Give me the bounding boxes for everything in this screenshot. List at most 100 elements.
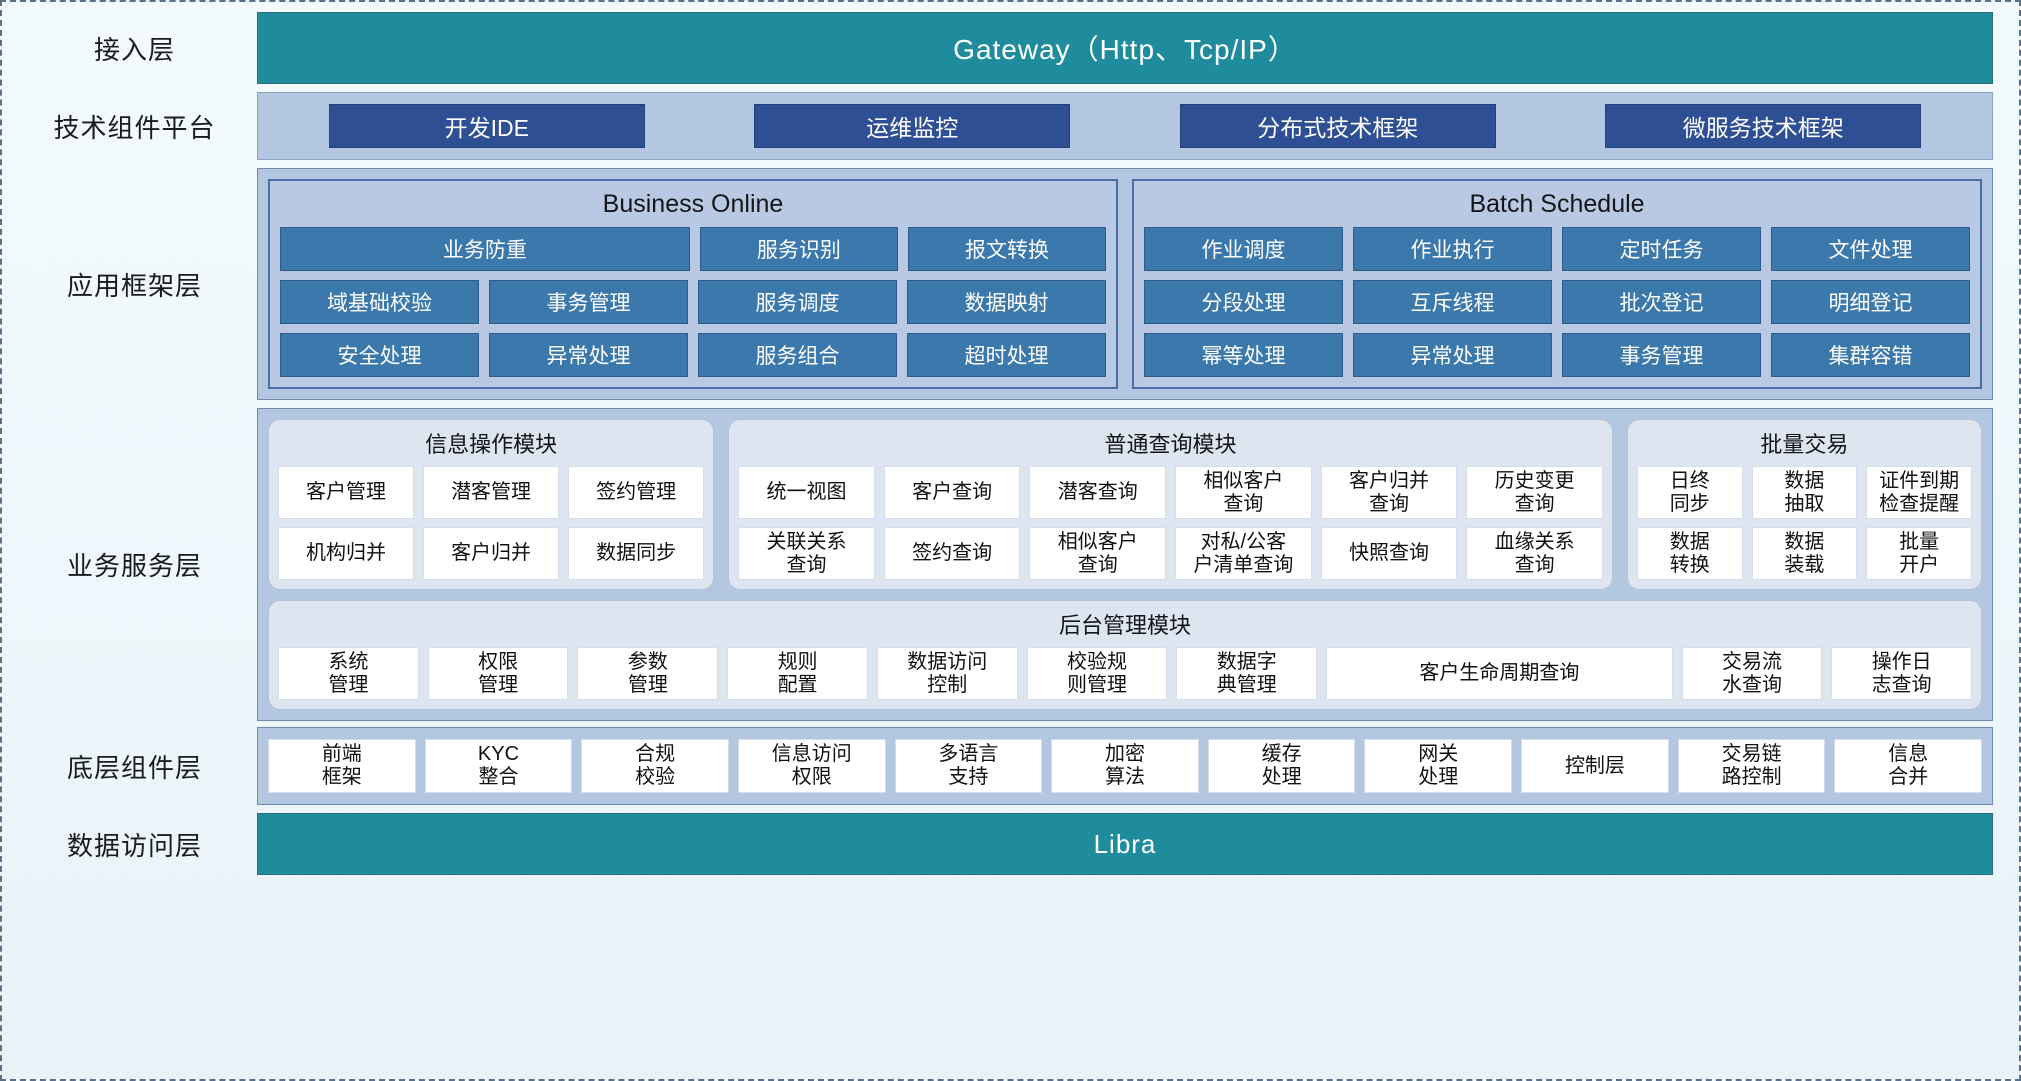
bs-row: 系统管理 权限管理 参数管理 规则配置 数据访问控制 校验规则管理 数据字典管理… (278, 647, 1973, 700)
data-access-body: Libra (257, 813, 1993, 875)
af-cell-exception-handling-batch[interactable]: 异常处理 (1353, 333, 1552, 377)
af-row: 安全处理 异常处理 服务组合 超时处理 (280, 333, 1106, 377)
af-cell-segment-processing[interactable]: 分段处理 (1144, 280, 1343, 324)
bc-cell-cache-processing[interactable]: 缓存处理 (1207, 739, 1356, 793)
group-title-backend-management: 后台管理模块 (1058, 613, 1191, 638)
bc-cell-info-access-permission[interactable]: 信息访问权限 (737, 739, 886, 793)
bs-row: 数据转换 数据装载 批量开户 (1636, 527, 1972, 580)
bs-cell-data-load[interactable]: 数据装载 (1751, 527, 1858, 580)
af-cell-job-execution[interactable]: 作业执行 (1353, 227, 1552, 271)
bs-cell-similar-customer-query-2[interactable]: 相似客户查询 (1029, 527, 1167, 580)
bs-cell-rule-configuration[interactable]: 规则配置 (727, 647, 868, 700)
bc-cell-multilanguage-support[interactable]: 多语言支持 (894, 739, 1043, 793)
bs-cell-data-access-control[interactable]: 数据访问控制 (876, 647, 1018, 700)
layer-label-business-service: 业务服务层 (66, 551, 202, 581)
bs-cell-private-public-customer-list-query[interactable]: 对私/公客户清单查询 (1175, 527, 1312, 580)
libra-band: Libra (257, 813, 1993, 875)
bc-cell-frontend-framework[interactable]: 前端框架 (268, 739, 416, 793)
bc-cell-transaction-chain-control[interactable]: 交易链路控制 (1677, 739, 1826, 793)
af-cell-transaction-management-batch[interactable]: 事务管理 (1562, 333, 1761, 377)
bs-cell-customer-merge[interactable]: 客户归并 (423, 527, 560, 580)
layer-row-data-access: 数据访问层 Libra (12, 813, 1993, 875)
af-cell-message-transform[interactable]: 报文转换 (907, 227, 1106, 271)
bs-cell-system-management[interactable]: 系统管理 (278, 647, 419, 700)
af-cell-security-processing[interactable]: 安全处理 (280, 333, 479, 377)
af-cell-data-mapping[interactable]: 数据映射 (907, 280, 1106, 324)
af-cell-mutex-thread[interactable]: 互斥线程 (1353, 280, 1552, 324)
af-cell-batch-registration[interactable]: 批次登记 (1562, 280, 1761, 324)
tech-chip-distributed-framework[interactable]: 分布式技术框架 (1179, 104, 1496, 148)
bs-cell-snapshot-query[interactable]: 快照查询 (1320, 527, 1458, 580)
bs-row: 日终同步 数据抽取 证件到期检查提醒 (1636, 466, 1972, 519)
bc-cell-control-layer[interactable]: 控制层 (1521, 739, 1669, 793)
bs-cell-relationship-query[interactable]: 关联关系查询 (738, 527, 875, 580)
bs-cell-customer-lifecycle-query[interactable]: 客户生命周期查询 (1326, 647, 1673, 700)
bc-cell-gateway-processing[interactable]: 网关处理 (1364, 739, 1513, 793)
bc-cell-encryption-algorithm[interactable]: 加密算法 (1051, 739, 1199, 793)
bs-cell-customer-management[interactable]: 客户管理 (278, 466, 415, 519)
tech-chip-microservice-framework[interactable]: 微服务技术框架 (1605, 104, 1922, 148)
af-cell-timed-task[interactable]: 定时任务 (1562, 227, 1761, 271)
af-cell-exception-handling[interactable]: 异常处理 (489, 333, 688, 377)
bs-cell-similar-customer-query[interactable]: 相似客户查询 (1175, 466, 1312, 519)
bs-cell-transaction-flow-query[interactable]: 交易流水查询 (1681, 647, 1823, 700)
tech-chip-ide[interactable]: 开发IDE (328, 104, 645, 148)
bs-cell-prospect-query[interactable]: 潜客查询 (1029, 466, 1167, 519)
bs-cell-org-merge[interactable]: 机构归并 (278, 527, 415, 580)
group-title-batch-schedule: Batch Schedule (1469, 190, 1645, 218)
af-cell-idempotent-processing[interactable]: 幂等处理 (1144, 333, 1343, 377)
af-cell-cluster-fault-tolerance[interactable]: 集群容错 (1771, 333, 1970, 377)
gateway-band: Gateway（Http、Tcp/IP） (257, 12, 1993, 84)
af-cell-service-composition[interactable]: 服务组合 (698, 333, 897, 377)
af-cell-detail-registration[interactable]: 明细登记 (1771, 280, 1970, 324)
layer-row-tech-platform: 技术组件平台 开发IDE 运维监控 分布式技术框架 微服务技术框架 (12, 92, 1993, 160)
bs-cell-permission-management[interactable]: 权限管理 (427, 647, 569, 700)
bs-cell-unified-view[interactable]: 统一视图 (738, 466, 875, 519)
bs-cell-prospect-management[interactable]: 潜客管理 (423, 466, 560, 519)
bs-cell-contract-query[interactable]: 签约查询 (883, 527, 1021, 580)
bs-cell-validation-rule-management[interactable]: 校验规则管理 (1026, 647, 1168, 700)
layer-label-tech-platform: 技术组件平台 (53, 112, 216, 143)
bs-cell-customer-query[interactable]: 客户查询 (883, 466, 1021, 519)
af-cell-service-identify[interactable]: 服务识别 (699, 227, 898, 271)
af-cell-transaction-management[interactable]: 事务管理 (489, 280, 688, 324)
af-row: 业务防重 服务识别 报文转换 (280, 227, 1106, 271)
bs-cell-lineage-query[interactable]: 血缘关系查询 (1466, 527, 1603, 580)
bs-cell-data-dictionary-management[interactable]: 数据字典管理 (1176, 647, 1318, 700)
app-framework-panel: Business Online 业务防重 服务识别 报文转换 域基础校验 事务管… (257, 168, 1993, 400)
bs-cell-id-expiry-reminder[interactable]: 证件到期检查提醒 (1866, 466, 1972, 519)
layer-label-access: 接入层 (93, 34, 175, 65)
tech-chip-ops-monitor[interactable]: 运维监控 (754, 104, 1071, 148)
app-framework-body: Business Online 业务防重 服务识别 报文转换 域基础校验 事务管… (257, 168, 1993, 400)
bs-row: 客户管理 潜客管理 签约管理 (278, 466, 705, 519)
af-cell-business-dedup[interactable]: 业务防重 (280, 227, 690, 271)
af-row: 作业调度 作业执行 定时任务 文件处理 (1144, 227, 1970, 271)
af-cell-job-scheduling[interactable]: 作业调度 (1144, 227, 1343, 271)
group-backend-management: 后台管理模块 系统管理 权限管理 参数管理 规则配置 数据访问控制 校验规则管理… (268, 600, 1982, 710)
af-cell-domain-validation[interactable]: 域基础校验 (280, 280, 479, 324)
bs-cell-contract-management[interactable]: 签约管理 (568, 466, 705, 519)
bs-cell-eod-sync[interactable]: 日终同步 (1636, 466, 1743, 519)
group-title-common-query: 普通查询模块 (1104, 432, 1237, 457)
bs-row: 关联关系查询 签约查询 相似客户查询 对私/公客户清单查询 快照查询 血缘关系查… (738, 527, 1603, 580)
bs-cell-data-sync[interactable]: 数据同步 (568, 527, 705, 580)
bs-cell-data-transform[interactable]: 数据转换 (1636, 527, 1743, 580)
group-title-business-online: Business Online (602, 190, 784, 218)
group-title-batch-transaction: 批量交易 (1760, 432, 1849, 457)
bs-cell-customer-merge-query[interactable]: 客户归并查询 (1320, 466, 1458, 519)
bs-cell-batch-account-open[interactable]: 批量开户 (1866, 527, 1972, 580)
af-cell-timeout-handling[interactable]: 超时处理 (907, 333, 1106, 377)
bs-cell-data-extract[interactable]: 数据抽取 (1751, 466, 1858, 519)
group-business-online: Business Online 业务防重 服务识别 报文转换 域基础校验 事务管… (268, 179, 1118, 389)
bs-cell-operation-log-query[interactable]: 操作日志查询 (1831, 647, 1973, 700)
bs-cell-history-change-query[interactable]: 历史变更查询 (1466, 466, 1603, 519)
bc-cell-compliance-check[interactable]: 合规校验 (581, 739, 729, 793)
af-cell-file-processing[interactable]: 文件处理 (1771, 227, 1970, 271)
bc-cell-info-merge[interactable]: 信息合并 (1834, 739, 1983, 793)
bs-cell-parameter-management[interactable]: 参数管理 (577, 647, 719, 700)
af-cell-service-scheduling[interactable]: 服务调度 (698, 280, 897, 324)
